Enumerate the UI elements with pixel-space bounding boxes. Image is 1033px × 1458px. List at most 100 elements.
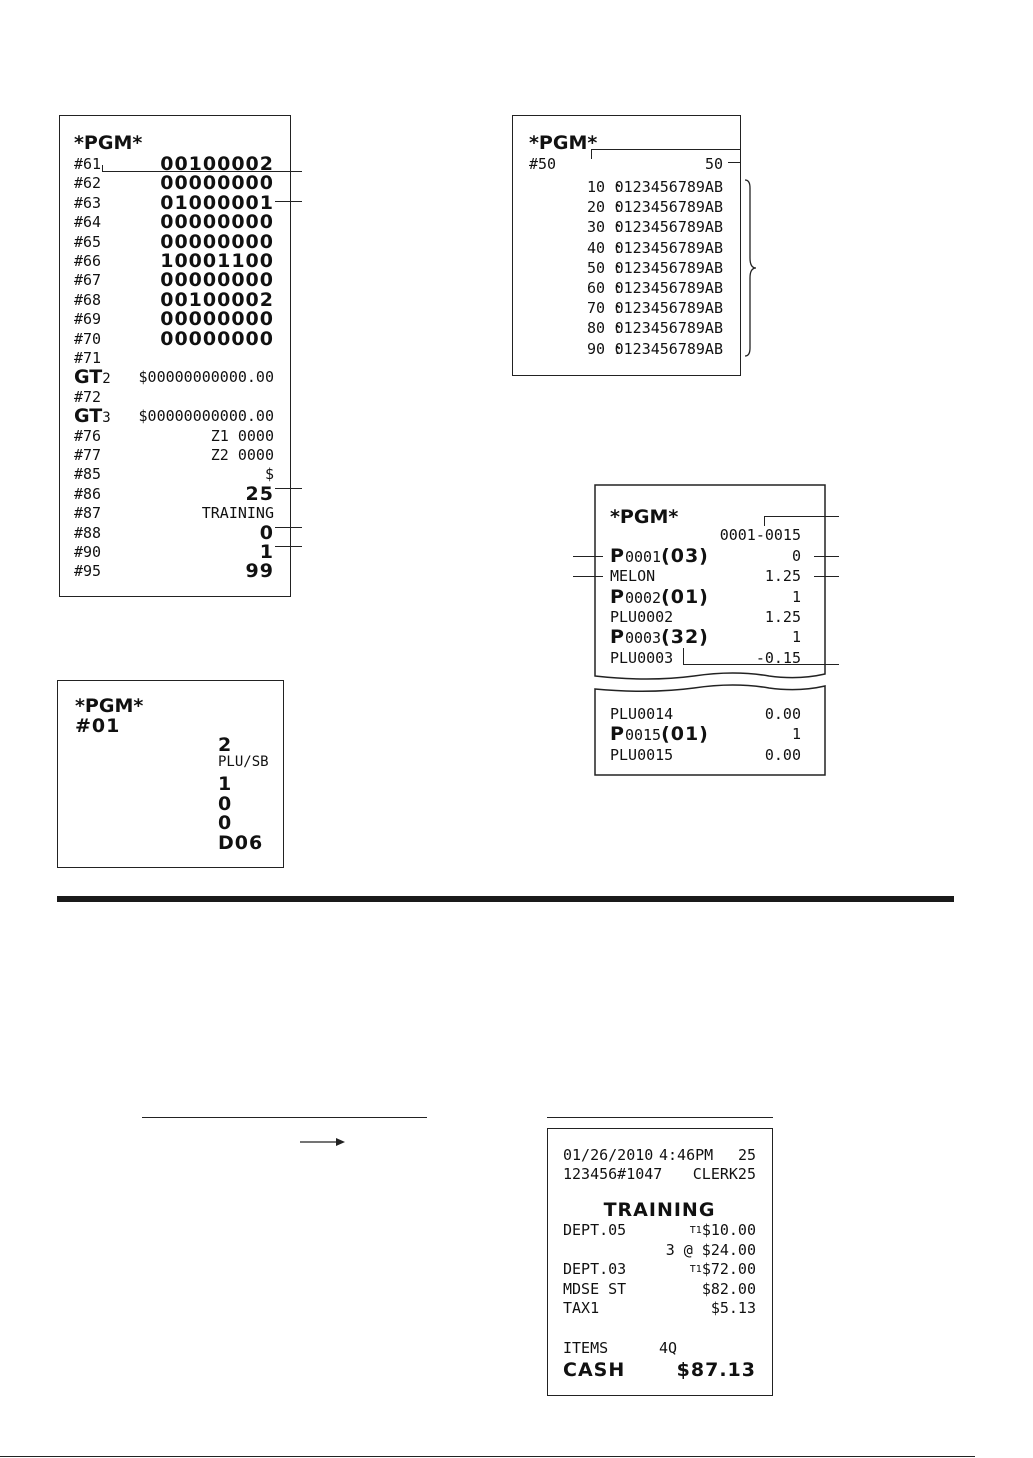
callout-leader bbox=[573, 556, 603, 557]
row-value: $ bbox=[264, 465, 274, 484]
row-value: 00100002 bbox=[160, 288, 274, 311]
line-value: 3 @ $24.00 bbox=[665, 1240, 756, 1259]
receipt-row: #76 Z1 0000 bbox=[74, 427, 274, 446]
row-value: 0123456789AB bbox=[614, 339, 723, 358]
row-label: #76 bbox=[74, 426, 102, 445]
receipt-mode: TRAINING bbox=[603, 1199, 716, 1221]
receipt-row: GT3$00000000000.00 bbox=[74, 407, 274, 427]
row-value: 0123456789AB bbox=[614, 218, 723, 237]
row-label: 40 bbox=[587, 238, 606, 257]
row-label: #95 bbox=[74, 562, 102, 581]
receipt-clerk: CLERK25 bbox=[692, 1165, 756, 1183]
line-label: DEPT.03 bbox=[563, 1260, 627, 1279]
receipt-row: 70:0123456789AB bbox=[529, 299, 723, 318]
plu-name: PLU0002 bbox=[610, 607, 674, 626]
plu-code: 0001 bbox=[624, 548, 662, 566]
line-label: TAX1 bbox=[563, 1299, 600, 1318]
receipt-title: *PGM* bbox=[610, 506, 679, 528]
row-value: 25 bbox=[245, 482, 274, 505]
plu-value: -0.15 bbox=[755, 648, 801, 667]
plu-label: P0003(32) bbox=[610, 628, 709, 648]
callout-leader bbox=[591, 149, 740, 150]
row-value: 00000000 bbox=[160, 308, 274, 331]
row-label: #69 bbox=[74, 310, 102, 329]
row-value: Z2 0000 bbox=[210, 446, 274, 464]
row-value: 0123456789AB bbox=[614, 299, 723, 318]
plu-value: 1.25 bbox=[764, 607, 801, 626]
receipt-line: DEPT.03 T1$72.00 bbox=[563, 1260, 756, 1279]
line-value-group: T1$10.00 bbox=[690, 1221, 756, 1240]
plu-value: 0.00 bbox=[764, 705, 801, 723]
receipt-training: 01/26/2010 4:46PM 25 123456#1047 CLERK25… bbox=[547, 1128, 773, 1396]
line-value: $72.00 bbox=[701, 1260, 756, 1279]
receipt-line: MDSE ST$82.00 bbox=[563, 1280, 756, 1299]
plu-group: (01) bbox=[661, 723, 709, 746]
callout-leader bbox=[102, 171, 302, 172]
program-value: 2 bbox=[218, 734, 233, 756]
receipt-row: 30:0123456789AB bbox=[529, 218, 723, 237]
row-value: 1 bbox=[259, 541, 274, 563]
line-value: $10.00 bbox=[701, 1221, 756, 1239]
row-label: #64 bbox=[74, 213, 102, 232]
row-value: 00100002 bbox=[160, 153, 274, 175]
row-value: 0123456789AB bbox=[614, 238, 723, 257]
row-label: 60 bbox=[587, 279, 606, 297]
curly-brace-icon bbox=[744, 179, 757, 357]
plu-row: PLU0003-0.15 bbox=[610, 649, 801, 668]
plu-group: (03) bbox=[661, 545, 709, 567]
row-colon: : bbox=[613, 279, 623, 297]
plu-code: 0002 bbox=[624, 588, 662, 607]
plu-group: (32) bbox=[661, 626, 709, 649]
cash-row: CASH $87.13 bbox=[563, 1358, 756, 1382]
program-value: 1 bbox=[218, 773, 233, 795]
plu-label: MELON bbox=[610, 567, 655, 586]
row-value: 0123456789AB bbox=[614, 178, 723, 196]
items-row: ITEMS 4Q bbox=[563, 1339, 756, 1358]
plu-value: 0 bbox=[791, 547, 801, 565]
receipt-id: 123456#1047 bbox=[563, 1165, 663, 1183]
plu-row: P0001(03)0 bbox=[610, 545, 801, 567]
row-label: #72 bbox=[74, 387, 102, 406]
section-divider bbox=[57, 896, 954, 902]
plu-group: (01) bbox=[661, 585, 709, 608]
callout-leader bbox=[275, 546, 302, 547]
callout-leader bbox=[275, 488, 302, 489]
callout-leader bbox=[275, 527, 302, 528]
row-label: 50 bbox=[587, 258, 606, 277]
row-colon: : bbox=[613, 319, 623, 338]
row-label: #66 bbox=[74, 252, 102, 270]
row-value: 00000000 bbox=[160, 230, 274, 253]
plu-row: P0002(01)1 bbox=[610, 585, 801, 608]
callout-leader bbox=[814, 576, 839, 577]
row-colon: : bbox=[613, 218, 623, 237]
receipt-row: 40:0123456789AB bbox=[529, 239, 723, 258]
cash-label: CASH bbox=[563, 1359, 626, 1381]
gt-index: 2 bbox=[102, 371, 111, 388]
plu-range-row: 0001-0015 bbox=[610, 526, 801, 545]
plu-prefix: P bbox=[610, 626, 625, 649]
plu-label: PLU0015 bbox=[610, 746, 673, 765]
callout-leader bbox=[102, 165, 103, 172]
row-label: #70 bbox=[74, 329, 102, 348]
receipt-time: 4:46PM bbox=[659, 1146, 714, 1164]
row-value: $00000000000.00 bbox=[138, 407, 274, 426]
receipt-title: *PGM* bbox=[75, 695, 144, 717]
row-label: #50 bbox=[529, 155, 557, 173]
row-label: #88 bbox=[74, 523, 102, 542]
callout-leader bbox=[814, 556, 839, 557]
receipt-row: 50:0123456789AB bbox=[529, 259, 723, 278]
row-value: Z1 0000 bbox=[210, 426, 274, 445]
line-value-group: T1$72.00 bbox=[690, 1260, 756, 1279]
tax-flag: T1 bbox=[689, 1264, 702, 1276]
plu-name: PLU0014 bbox=[610, 705, 674, 723]
plu-value: 1 bbox=[791, 628, 801, 647]
row-colon: : bbox=[613, 299, 623, 318]
plu-value: 1.25 bbox=[764, 567, 801, 586]
